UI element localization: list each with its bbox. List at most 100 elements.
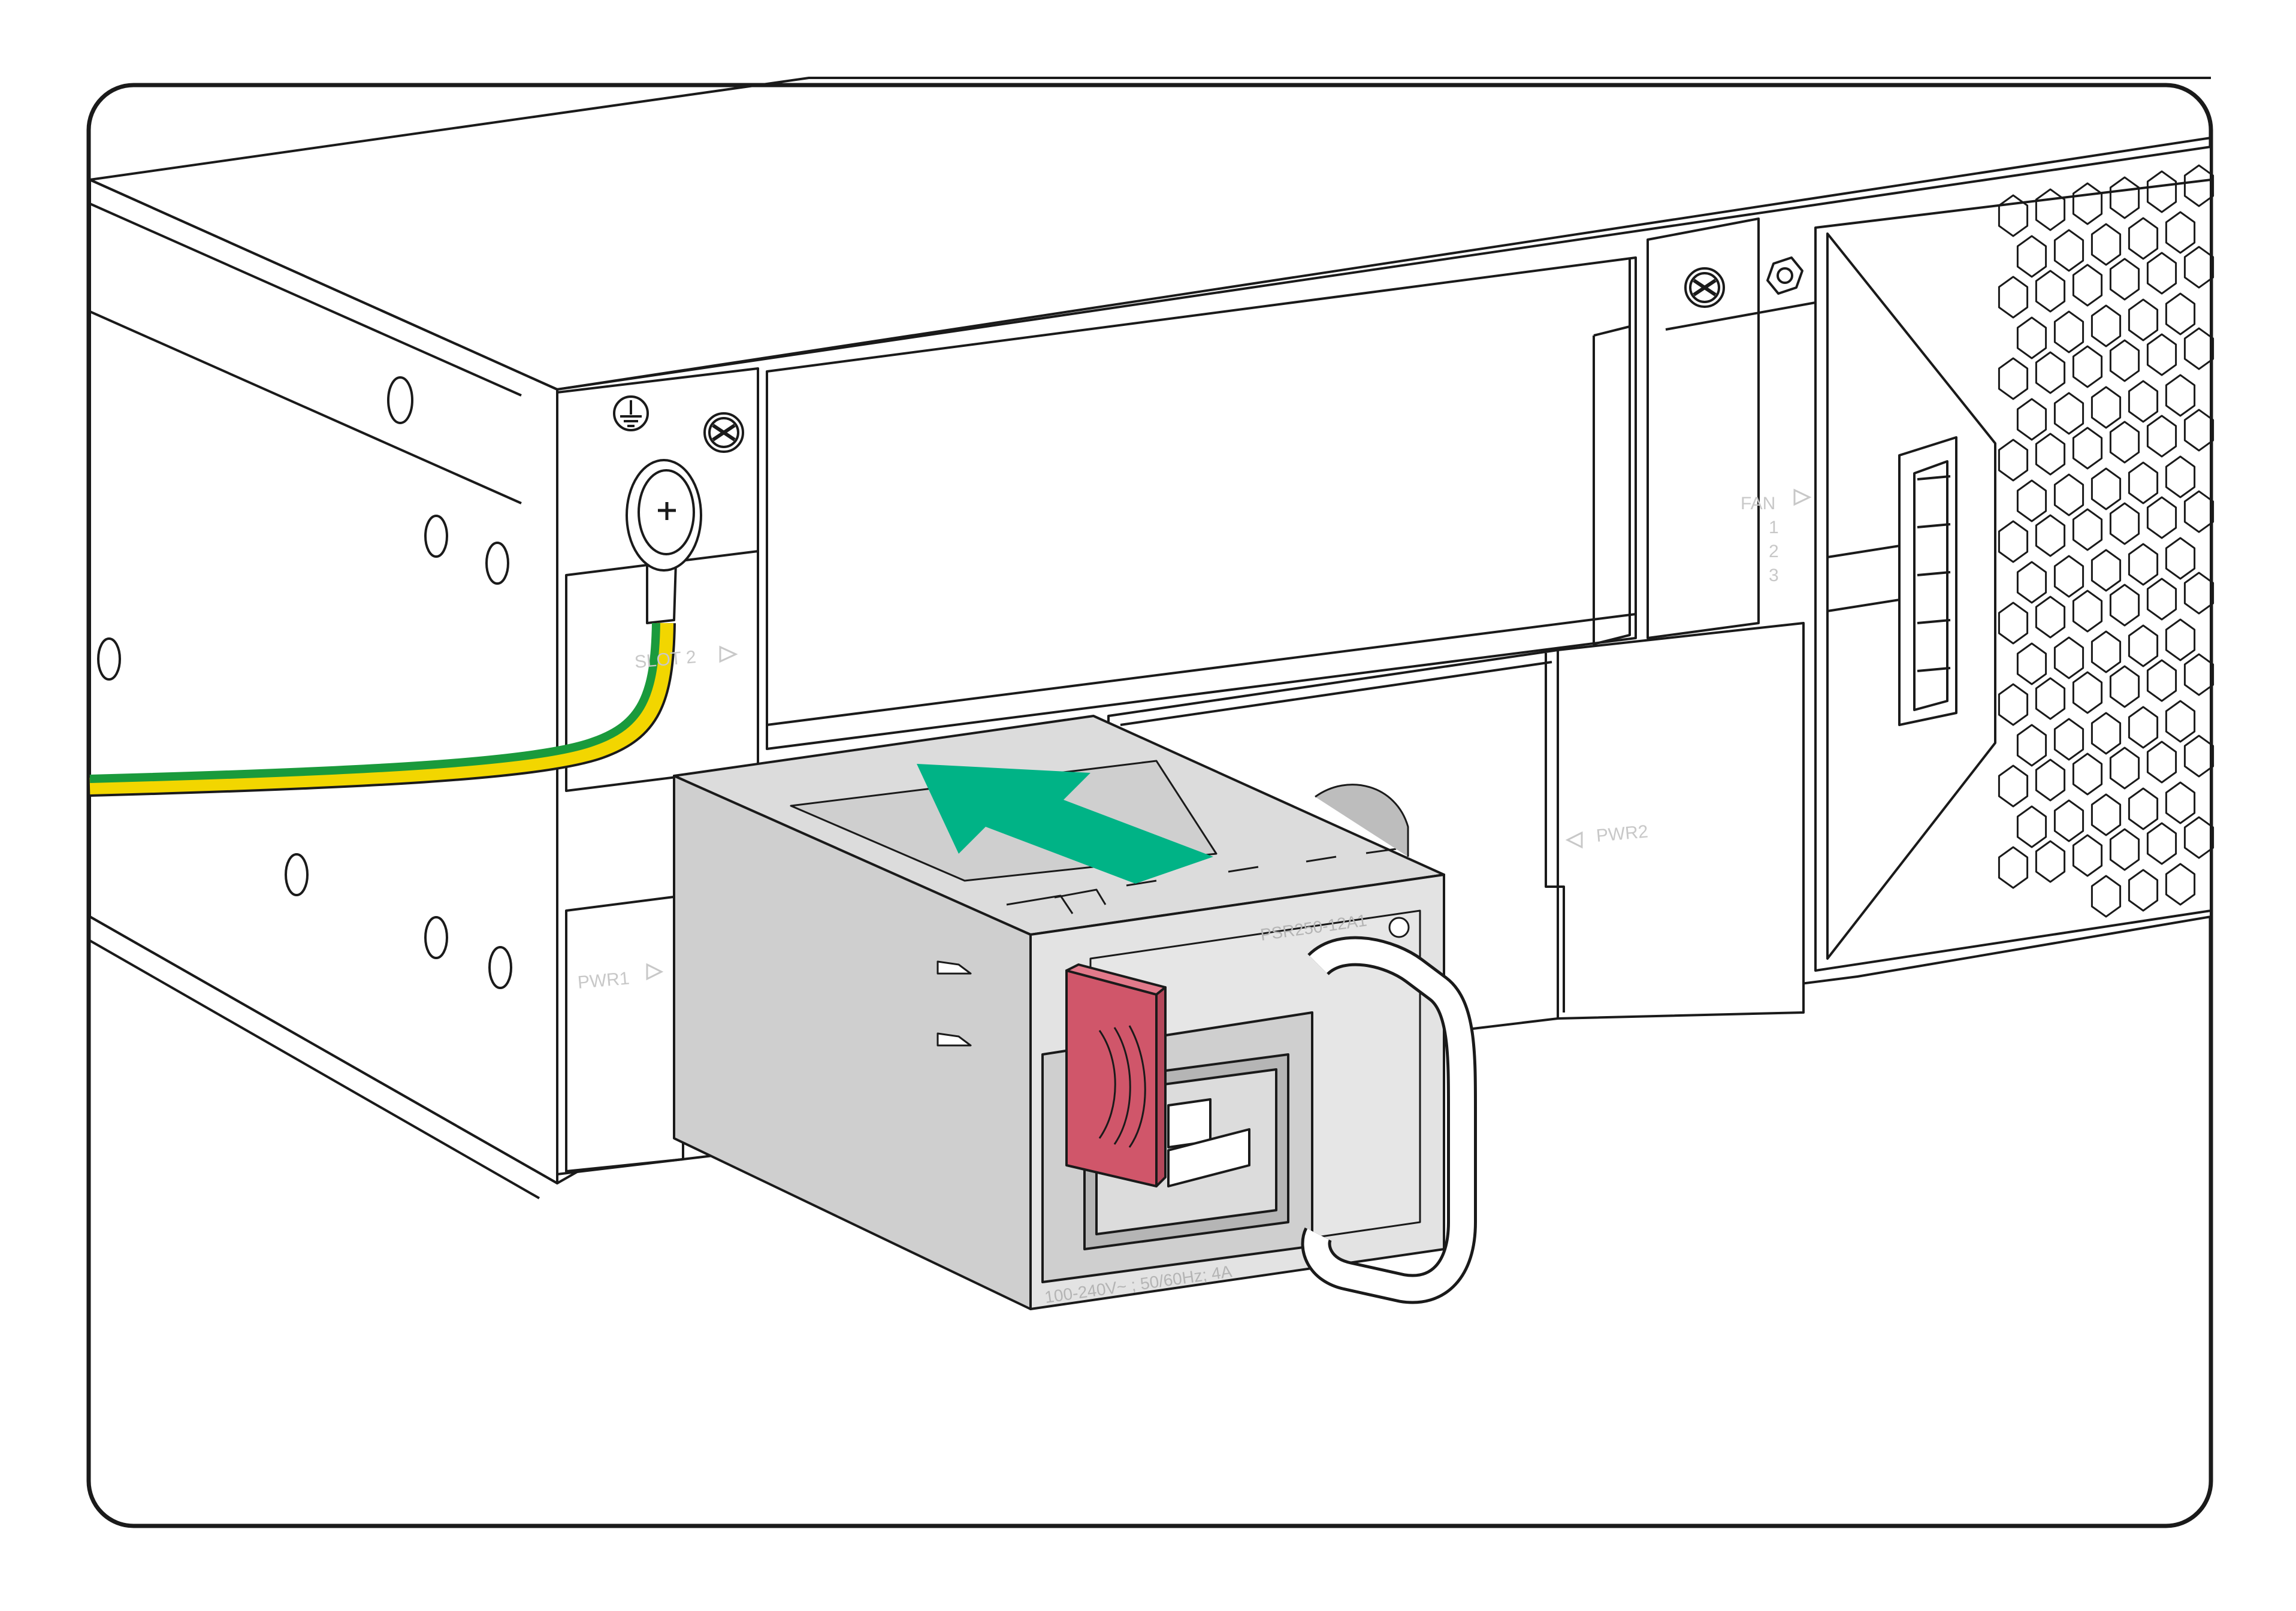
grille-cell <box>2109 746 2140 790</box>
grille-cell <box>2053 636 2084 679</box>
grille-cell <box>2090 386 2122 429</box>
grille-cell <box>2128 706 2159 749</box>
grille-cell <box>2109 502 2140 545</box>
grounding-lug <box>626 459 702 624</box>
grille-cell <box>2090 223 2122 266</box>
grille-cell <box>2165 455 2196 498</box>
grille-cell <box>2183 735 2215 778</box>
grille-cell <box>2183 246 2215 289</box>
grille-cell <box>2035 514 2066 557</box>
pwr1-label: PWR1 <box>577 963 664 993</box>
fan-honeycomb-grille <box>1998 164 2215 918</box>
grille-cell <box>2090 467 2122 510</box>
svg-text:2: 2 <box>1769 542 1779 561</box>
grille-cell <box>2128 787 2159 830</box>
grille-cell <box>2146 333 2177 376</box>
grille-cell <box>2128 543 2159 586</box>
grille-cell <box>1998 846 2029 889</box>
grille-cell <box>2128 217 2159 260</box>
grille-cell <box>1998 357 2029 400</box>
svg-text:FAN: FAN <box>1741 494 1775 513</box>
release-latch[interactable] <box>1065 963 1167 1187</box>
grille-cell <box>2053 555 2084 598</box>
grille-cell <box>2090 712 2122 755</box>
grille-cell <box>2035 758 2066 802</box>
grille-cell <box>2090 549 2122 592</box>
grille-cell <box>2183 816 2215 859</box>
grille-cell <box>2128 298 2159 341</box>
grille-cell <box>2072 264 2103 307</box>
grille-cell <box>2183 653 2215 696</box>
grille-cell <box>2053 392 2084 435</box>
grille-cell <box>2053 799 2084 842</box>
insert-direction-arrow <box>917 764 1213 884</box>
pwr2-label: PWR2 <box>1565 822 1649 849</box>
grille-cell <box>1998 276 2029 319</box>
grille-cell <box>2035 351 2066 394</box>
grille-cell <box>2183 327 2215 370</box>
grille-cell <box>2072 834 2103 877</box>
grille-cell <box>1998 602 2029 645</box>
grille-cell <box>2109 828 2140 871</box>
grille-cell <box>2128 461 2159 504</box>
svg-text:3: 3 <box>1769 566 1779 585</box>
grille-cell <box>2128 869 2159 912</box>
grille-cell <box>2035 840 2066 883</box>
grille-cell <box>2072 427 2103 470</box>
grille-cell <box>2016 724 2047 767</box>
grille-cell <box>2016 398 2047 441</box>
grille-cell <box>2053 473 2084 516</box>
grille-cell <box>2109 258 2140 301</box>
grille-cell <box>2072 671 2103 714</box>
grille-cell <box>2165 211 2196 254</box>
grille-cell <box>2072 590 2103 633</box>
grille-cell <box>1998 520 2029 563</box>
svg-text:PWR2: PWR2 <box>1596 822 1649 846</box>
grille-cell <box>1998 194 2029 237</box>
grille-cell <box>2183 164 2215 207</box>
grille-cell <box>2146 170 2177 213</box>
grille-cell <box>2016 235 2047 278</box>
grille-cell <box>2128 624 2159 667</box>
grille-cell <box>2072 345 2103 388</box>
grille-cell <box>2146 252 2177 295</box>
grille-cell <box>1998 439 2029 482</box>
grille-cell <box>2053 310 2084 353</box>
svg-text:PWR1: PWR1 <box>577 969 630 993</box>
phillips-screw-icon <box>1684 267 1725 308</box>
grille-cell <box>2165 700 2196 743</box>
grille-cell <box>2053 229 2084 272</box>
grille-cell <box>2035 596 2066 639</box>
grille-cell <box>2183 490 2215 533</box>
grille-cell <box>2053 718 2084 761</box>
phillips-screw-icon <box>703 412 744 453</box>
grille-cell <box>2090 304 2122 347</box>
grille-cell <box>2035 188 2066 231</box>
grille-cell <box>2090 875 2122 918</box>
grille-cell <box>2146 578 2177 621</box>
grille-cell <box>2072 182 2103 225</box>
grille-cell <box>2072 752 2103 796</box>
grille-cell <box>2109 176 2140 219</box>
grille-cell <box>2146 496 2177 539</box>
grille-cell <box>1998 764 2029 808</box>
grille-cell <box>2090 793 2122 836</box>
grille-cell <box>2109 421 2140 464</box>
grille-cell <box>1998 683 2029 726</box>
grille-cell <box>2072 508 2103 551</box>
fan-label: FAN 1 2 3 <box>1741 488 1812 585</box>
grille-cell <box>2165 863 2196 906</box>
grille-cell <box>2109 339 2140 382</box>
grille-cell <box>2090 630 2122 673</box>
grille-cell <box>2016 479 2047 522</box>
grille-cell <box>2016 316 2047 359</box>
grille-cell <box>2165 374 2196 417</box>
grille-cell <box>2146 415 2177 458</box>
hex-nut-icon <box>1766 256 1803 295</box>
grille-cell <box>2146 740 2177 784</box>
grille-cell <box>2109 665 2140 708</box>
grille-cell <box>2183 409 2215 452</box>
grille-cell <box>2035 433 2066 476</box>
ground-cable <box>89 622 676 797</box>
